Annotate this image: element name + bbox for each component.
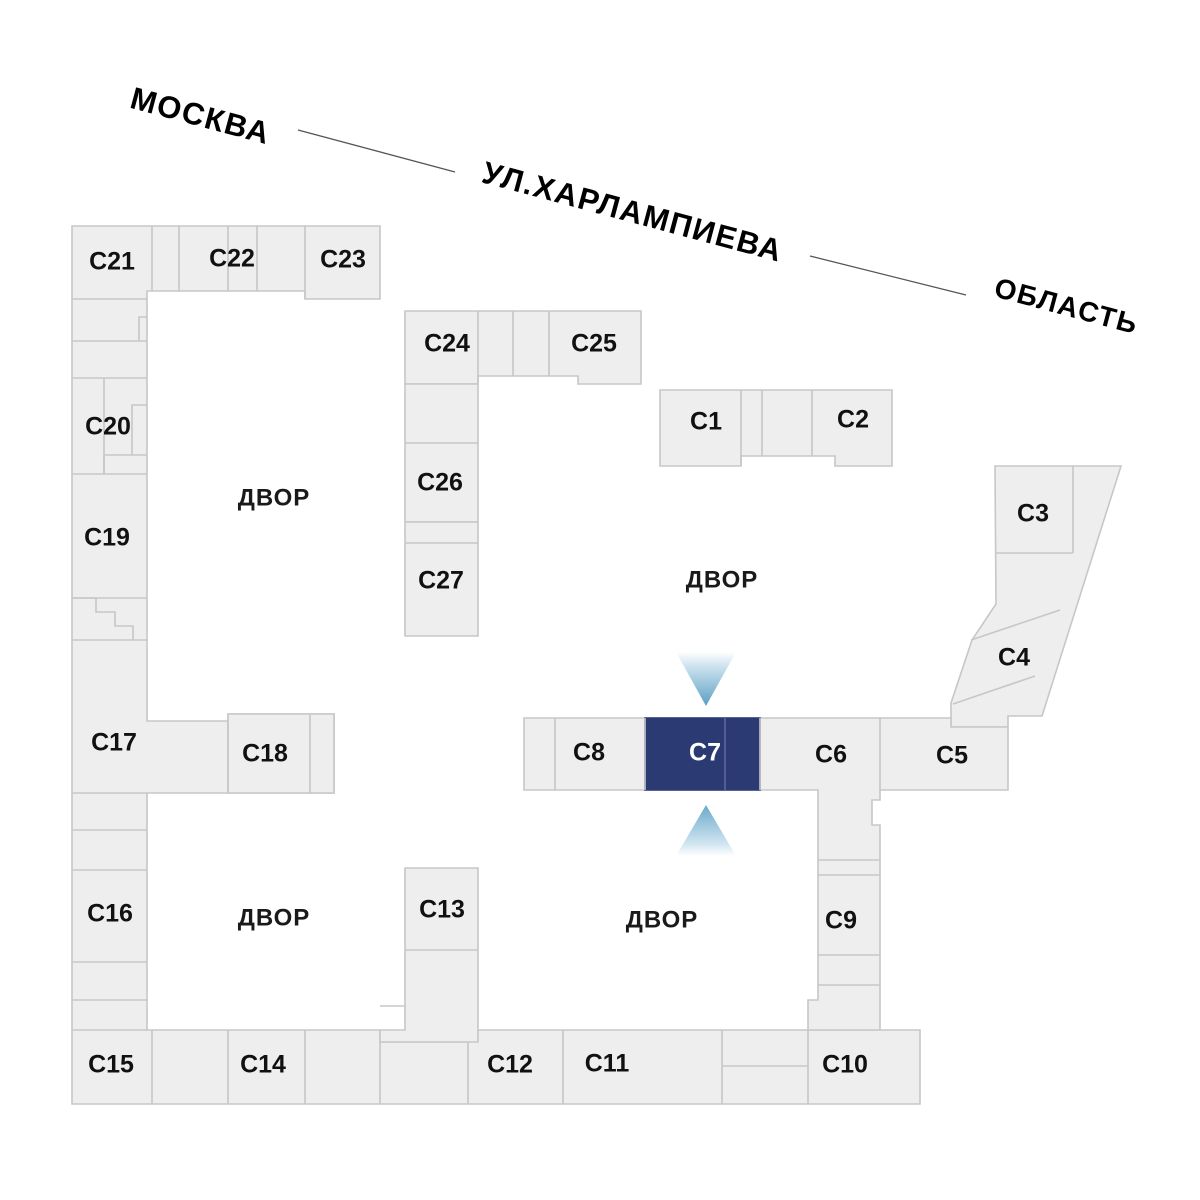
unit-label-c4[interactable]: C4: [998, 644, 1030, 672]
unit-label-c10[interactable]: C10: [822, 1051, 868, 1079]
unit-label-c2[interactable]: C2: [837, 406, 869, 434]
unit-label-c15[interactable]: C15: [88, 1051, 134, 1079]
courtyard-label-court-se: ДВОР: [626, 906, 699, 933]
arrow-group: [676, 652, 736, 856]
unit-label-c1[interactable]: C1: [690, 408, 722, 436]
building-c27[interactable]: [404, 521, 479, 637]
c18-divisions: [227, 714, 311, 793]
courtyard-label-court-nw: ДВОР: [238, 484, 311, 511]
street-annotation: МОСКВА УЛ.ХАРЛАМПИЕВА ОБЛАСТЬ: [127, 80, 1142, 340]
unit-label-c24[interactable]: C24: [424, 330, 470, 358]
street-line-left: [297, 129, 456, 173]
c13-divisions: [380, 949, 478, 1007]
unit-label-c9[interactable]: C9: [825, 907, 857, 935]
north-bar-divisions: [151, 226, 306, 299]
unit-label-c26[interactable]: C26: [417, 469, 463, 497]
arrow-down-icon: [676, 652, 736, 706]
unit-label-c7[interactable]: C7: [689, 739, 721, 767]
center-east-bar-group: [523, 717, 1009, 1031]
c3-c4-divisions: [952, 466, 1074, 705]
west-column-notches: [72, 316, 147, 640]
west-wing-group: [71, 225, 921, 1105]
center-east-divisions: [554, 718, 881, 986]
ne-block-group: [659, 389, 893, 467]
unit-label-c23[interactable]: C23: [320, 246, 366, 274]
street-direction-oblast: ОБЛАСТЬ: [991, 272, 1142, 340]
c24-c25-divisions: [477, 311, 550, 384]
c1-c2-divisions: [740, 390, 813, 466]
unit-label-c8[interactable]: C8: [573, 739, 605, 767]
unit-label-c3[interactable]: C3: [1017, 500, 1049, 528]
street-direction-moscow: МОСКВА: [127, 80, 275, 151]
unit-label-c5[interactable]: C5: [936, 742, 968, 770]
unit-label-c11[interactable]: C11: [585, 1050, 630, 1078]
unit-label-c20[interactable]: C20: [85, 413, 131, 441]
courtyard-label-court-sw: ДВОР: [238, 904, 311, 931]
courtyard-labels-group: ДВОР ДВОР ДВОР ДВОР: [238, 484, 759, 933]
courtyard-label-court-ne: ДВОР: [686, 566, 759, 593]
unit-label-c13[interactable]: C13: [419, 896, 465, 924]
building-c13[interactable]: [379, 867, 479, 1043]
unit-label-c22[interactable]: C22: [209, 245, 255, 273]
center-north-group: [404, 310, 642, 637]
building-c1-c2[interactable]: [659, 389, 893, 467]
unit-label-c16[interactable]: C16: [87, 900, 133, 928]
street-line-right: [809, 255, 967, 296]
unit-label-c25[interactable]: C25: [571, 330, 617, 358]
unit-label-c19[interactable]: C19: [84, 524, 130, 552]
unit-label-c18[interactable]: C18: [242, 740, 288, 768]
unit-label-c27[interactable]: C27: [418, 567, 464, 595]
unit-label-c6[interactable]: C6: [815, 741, 847, 769]
unit-label-c12[interactable]: C12: [487, 1051, 533, 1079]
unit-label-c21[interactable]: C21: [89, 248, 135, 276]
building-center-east-bar[interactable]: [523, 717, 1009, 1031]
c13-spur-group: [379, 867, 479, 1043]
building-c26[interactable]: [404, 383, 479, 523]
street-name-label: УЛ.ХАРЛАМПИЕВА: [479, 155, 787, 269]
unit-label-c14[interactable]: C14: [240, 1051, 286, 1079]
arrow-up-icon: [676, 805, 736, 856]
south-bar-divisions: [151, 1030, 809, 1104]
unit-label-c17[interactable]: C17: [91, 729, 137, 757]
